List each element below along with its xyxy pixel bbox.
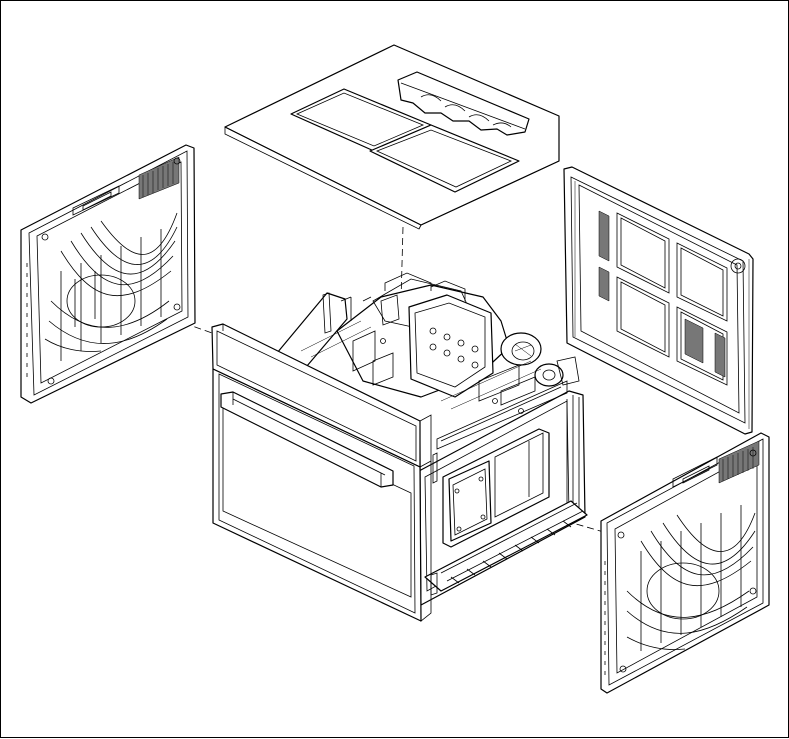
right-side-panel	[601, 433, 769, 693]
cavity-side	[419, 381, 587, 605]
oven-body	[212, 273, 587, 621]
left-side-panel	[21, 145, 195, 403]
top-cover	[225, 45, 559, 229]
rear-back-panel	[564, 167, 753, 434]
